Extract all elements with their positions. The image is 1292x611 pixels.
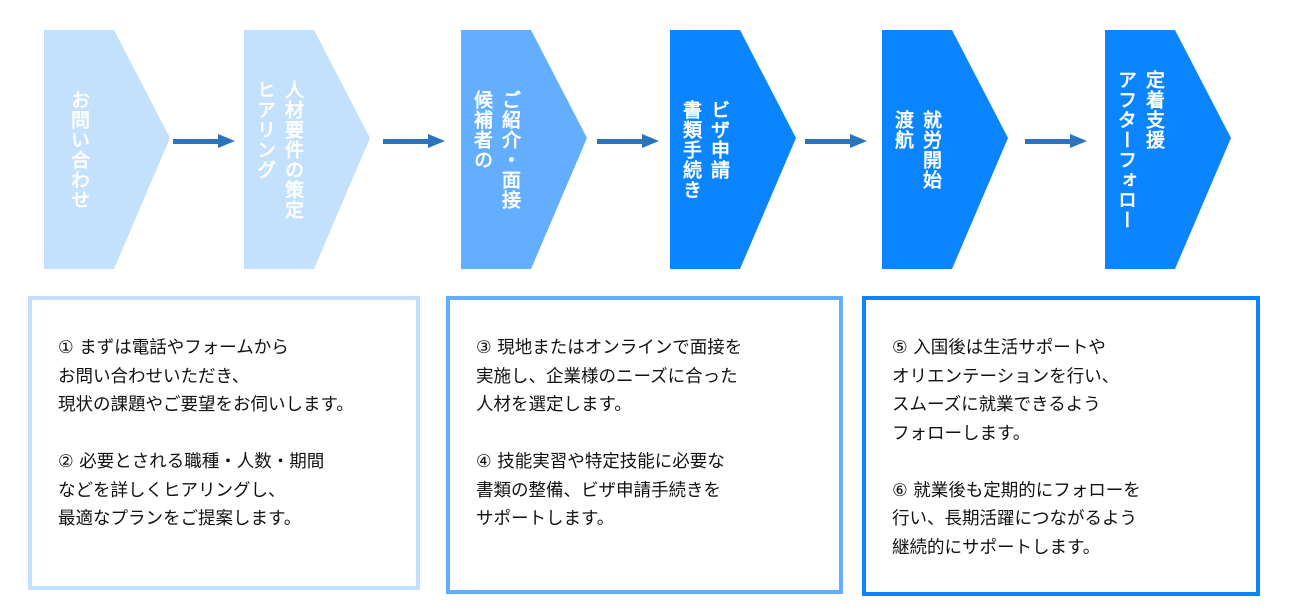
chevron-shape: [670, 30, 796, 269]
step-label: 定着支援 アフターフォロー: [1115, 69, 1165, 230]
step-label: 人材要件の策定 ヒアリング: [254, 79, 304, 220]
step-label: ご紹介・面接 候補者の: [471, 89, 521, 210]
arrow-right-icon: [383, 134, 445, 148]
chevron-shape: [44, 30, 170, 269]
chevron-shape: [882, 30, 1008, 269]
description-paragraph: ④ 技能実習や特定技能に必要な 書類の整備、ビザ申請手続きを サポートします。: [476, 452, 725, 529]
step-arrival: 就労開始 渡航: [882, 30, 1008, 269]
step-inquiry: お問い合わせ: [44, 30, 170, 269]
description-box-3: ⑤ 入国後は生活サポートや オリエンテーションを行い、 スムーズに就業できるよう…: [862, 296, 1260, 596]
chevron-shape: [244, 30, 370, 269]
arrow-right-icon: [1025, 134, 1087, 148]
step-hearing: 人材要件の策定 ヒアリング: [244, 30, 370, 269]
description-paragraph: ⑥ 就業後も定期的にフォローを 行い、長期活躍につながるよう 継続的にサポートし…: [892, 480, 1141, 558]
description-box-1: ① まずは電話やフォームから お問い合わせいただき、 現状の課題やご要望をお伺い…: [28, 296, 420, 590]
description-paragraph: ⑤ 入国後は生活サポートや オリエンテーションを行い、 スムーズに就業できるよう…: [892, 338, 1120, 444]
step-visa: ビザ申請 書類手続き: [670, 30, 796, 269]
description-paragraph: ③ 現地またはオンラインで面接を 実施し、企業様のニーズに合った 人材を選定しま…: [476, 338, 743, 415]
description-paragraph: ① まずは電話やフォームから お問い合わせいただき、 現状の課題やご要望をお伺い…: [58, 338, 354, 415]
description-box-2: ③ 現地またはオンラインで面接を 実施し、企業様のニーズに合った 人材を選定しま…: [446, 296, 843, 594]
chevron-shape: [1105, 30, 1231, 269]
step-label: 就労開始 渡航: [892, 109, 942, 190]
arrow-right-icon: [597, 134, 659, 148]
description-paragraph: ② 必要とされる職種・人数・期間 などを詳しくヒアリングし、 最適なプランをご提…: [58, 452, 325, 529]
step-label: お問い合わせ: [68, 89, 90, 210]
step-aftercare: 定着支援 アフターフォロー: [1105, 30, 1231, 269]
step-interview: ご紹介・面接 候補者の: [461, 30, 587, 269]
arrow-right-icon: [805, 134, 867, 148]
chevron-shape: [461, 30, 587, 269]
step-label: ビザ申請 書類手続き: [680, 99, 730, 200]
arrow-right-icon: [173, 134, 235, 148]
